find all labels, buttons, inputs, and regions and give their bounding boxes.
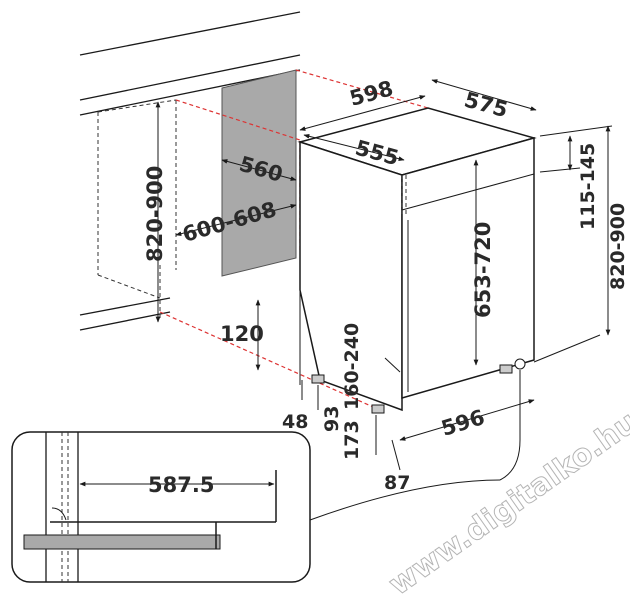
- label-right-top: 115-145: [577, 143, 599, 230]
- label-niche-height: 820-900: [143, 166, 167, 262]
- label-foot-173: 173: [341, 420, 363, 460]
- label-foot-160-240: 160-240: [341, 323, 363, 410]
- label-panel-height: 653-720: [471, 222, 495, 318]
- label-foot-87: 87: [384, 472, 410, 494]
- worktop: [79, 11, 301, 331]
- label-base-width: 596: [438, 405, 487, 441]
- label-foot-48: 48: [282, 411, 308, 433]
- label-plinth-120: 120: [220, 322, 264, 346]
- dishwasher-body: [297, 107, 537, 414]
- label-foot-93: 93: [321, 406, 343, 432]
- dimension-lines: [155, 79, 613, 481]
- label-inset-width: 587.5: [148, 473, 214, 497]
- label-right-height: 820-900: [607, 203, 629, 290]
- detail-inset: 587.5: [11, 431, 311, 583]
- inset-connector: [309, 479, 501, 521]
- label-depth-top: 575: [462, 88, 511, 123]
